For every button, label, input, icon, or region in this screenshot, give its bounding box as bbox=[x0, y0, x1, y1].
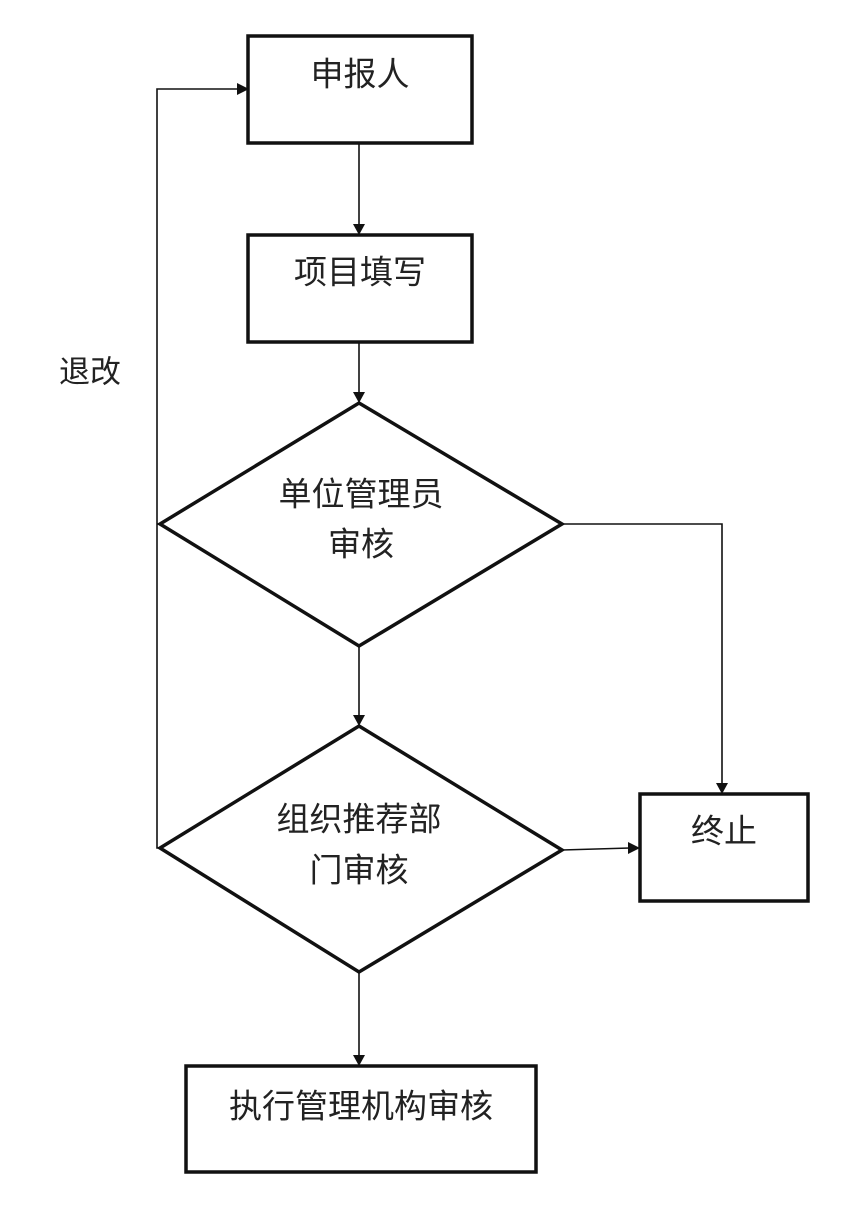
applicant-box bbox=[246, 34, 474, 145]
exec-review-box bbox=[184, 1064, 538, 1174]
node-terminate: 终止 bbox=[638, 792, 810, 903]
node-exec-review: 执行管理机构审核 bbox=[184, 1064, 538, 1174]
node-org-review: 组织推荐部 门审核 bbox=[156, 723, 566, 975]
applicant-label: 申报人 bbox=[311, 55, 410, 94]
org-review-label-line1: 组织推荐部 bbox=[277, 800, 442, 839]
arrowhead bbox=[353, 392, 365, 403]
node-unit-review: 单位管理员 审核 bbox=[156, 400, 566, 649]
return-label: 退改 bbox=[59, 355, 121, 391]
unit-review-label-line2: 审核 bbox=[328, 525, 394, 564]
node-fill-form: 项目填写 bbox=[246, 233, 474, 344]
terminate-label: 终止 bbox=[691, 812, 757, 851]
fill-form-box bbox=[246, 233, 474, 344]
arrowhead bbox=[628, 842, 640, 854]
edge-return-loop bbox=[156, 88, 238, 849]
arrowhead bbox=[353, 715, 365, 726]
fill-form-label: 项目填写 bbox=[294, 253, 426, 292]
exec-review-label: 执行管理机构审核 bbox=[229, 1087, 493, 1126]
unit-review-diamond bbox=[156, 400, 566, 649]
arrowhead bbox=[237, 83, 249, 95]
arrowhead bbox=[353, 224, 365, 235]
arrowhead bbox=[353, 1055, 365, 1066]
org-review-diamond bbox=[156, 723, 566, 975]
edge-org-review-to-terminate bbox=[561, 847, 631, 851]
edge-unit-review-to-terminate bbox=[562, 523, 723, 785]
unit-review-label-line1: 单位管理员 bbox=[279, 475, 444, 514]
node-applicant: 申报人 bbox=[246, 34, 474, 145]
terminate-box bbox=[638, 792, 810, 903]
org-review-label-line2: 门审核 bbox=[310, 851, 409, 890]
arrowhead bbox=[716, 783, 728, 794]
